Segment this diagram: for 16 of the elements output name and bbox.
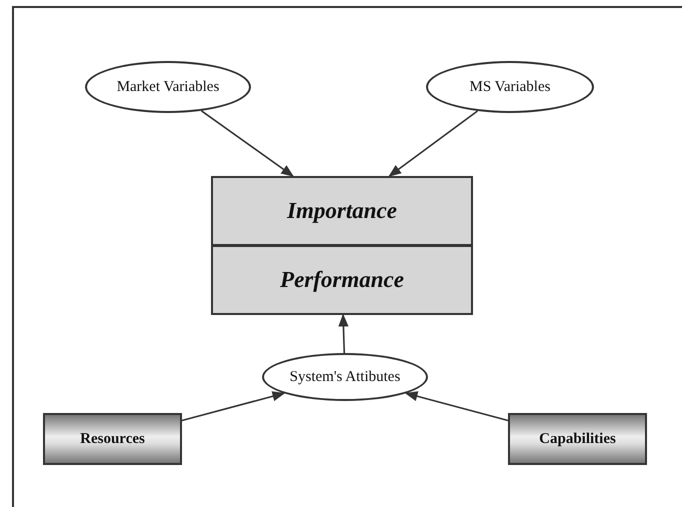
arrow: [200, 110, 294, 177]
node-label: Capabilities: [539, 430, 616, 449]
arrow: [388, 110, 478, 177]
node-label: MS Variables: [470, 78, 550, 97]
shaded-box: [508, 413, 647, 465]
arrow: [338, 314, 349, 354]
node-label: System's Attibutes: [290, 368, 400, 387]
shaded-box: [43, 413, 182, 465]
process-box: [211, 176, 473, 246]
node-label: Performance: [280, 266, 404, 294]
arrow: [182, 391, 286, 422]
node-label: Importance: [287, 196, 397, 225]
arrow: [404, 391, 508, 422]
process-box: [211, 245, 473, 315]
node-label: Market Variables: [116, 78, 220, 97]
node-label: Resources: [80, 430, 145, 449]
